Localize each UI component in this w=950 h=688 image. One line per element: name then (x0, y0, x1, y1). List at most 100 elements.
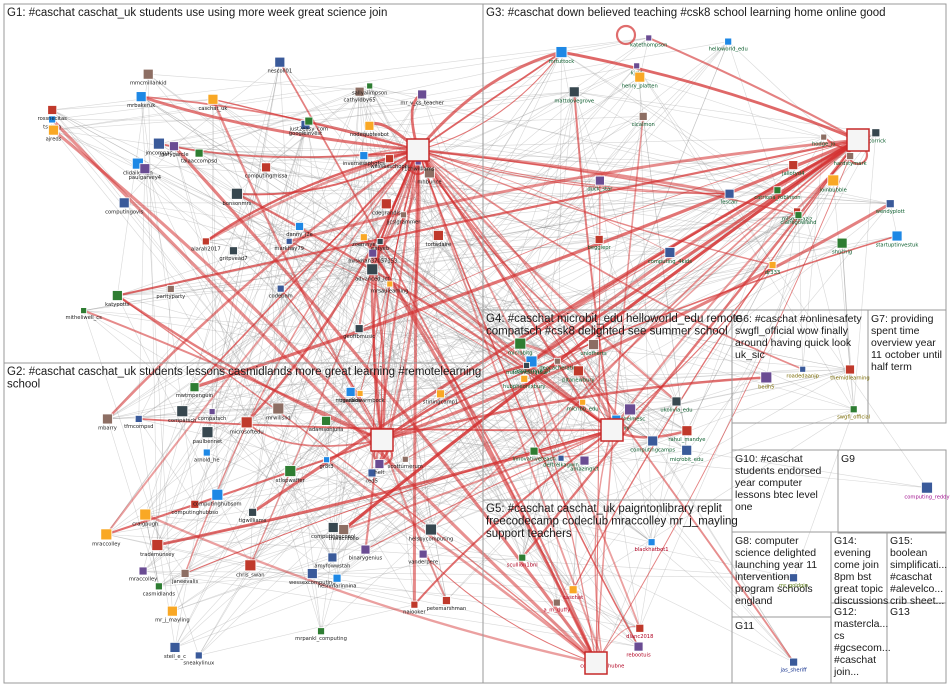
vertex-g1[interactable]: mrskhan37057153 (348, 248, 397, 265)
vertex-g2[interactable]: mr_j_mayling (155, 605, 190, 624)
vertex-g3[interactable]: joinbubble (819, 174, 847, 194)
vertex-g5[interactable]: blackhatbot1 (635, 538, 669, 554)
vertex-g2[interactable]: thelachfolio (329, 524, 359, 543)
vertex-g3[interactable]: mattdovegrove (554, 86, 594, 105)
vertex-g2[interactable]: adamsonjulia (309, 415, 344, 433)
vertex-g2[interactable]: sneakylinux (183, 651, 214, 667)
vertex-g3[interactable]: beggiepr (588, 235, 612, 251)
vertex-g1[interactable]: jmcompac (144, 137, 173, 157)
vertex-g6[interactable]: roadedaanjp (786, 365, 820, 380)
vertex-g5[interactable]: a_m_duffy (544, 598, 571, 614)
vertex-g3[interactable]: dr333 (765, 261, 780, 276)
vertex-g1[interactable]: taiaaccompsd (181, 148, 217, 165)
vertex-g1[interactable]: markhay79 (274, 237, 304, 252)
vertex-g4[interactable]: raspberrypi_pi (513, 355, 550, 375)
vertex-g4[interactable]: micribb_edu (567, 398, 599, 413)
hub-vertex-g2[interactable] (370, 428, 394, 452)
vertex-g3[interactable]: computing_4kids (648, 247, 692, 265)
vertex-g4[interactable]: microbit_edu (670, 444, 704, 463)
vertex-g2[interactable]: mrwillslid (266, 402, 291, 422)
vertex-g2[interactable]: chris_swan (236, 559, 265, 579)
hub-vertex-g3[interactable] (846, 128, 870, 152)
vertex-g2[interactable]: trademunsey (140, 539, 175, 559)
vertex-g2[interactable]: computinghubbso (171, 499, 218, 516)
vertex-g4[interactable]: geocacheratir (539, 357, 576, 372)
vertex-g5[interactable]: rebootuis (626, 641, 651, 659)
vertex-g3[interactable]: mrtuttock (549, 46, 575, 65)
vertex-g1[interactable]: caschat_uk (198, 93, 227, 112)
vertex-g1[interactable]: mitheliwell_cs (65, 307, 102, 322)
vertex-g4[interactable]: ukolivia_edu (660, 396, 693, 414)
hub-vertex-g1[interactable] (406, 138, 430, 162)
vertex-g1[interactable]: parityparty (156, 285, 185, 300)
vertex-g2[interactable]: compatsch (198, 408, 226, 423)
vertex-g1[interactable]: just2easy_com (289, 116, 329, 133)
vertex-g1[interactable]: jjcslgrammer (385, 211, 421, 226)
vertex-g3[interactable]: katethompson (630, 34, 667, 49)
vertex-g1[interactable]: mrbakeruk (127, 91, 155, 110)
vertex-g1[interactable]: nescoll01 (267, 56, 292, 75)
vertex-g2[interactable]: mrpankl_computing (295, 627, 347, 643)
vertex-g2[interactable]: casmidlands (143, 582, 176, 598)
vertex-g4[interactable]: computingcamps (630, 435, 675, 454)
vertex-g1[interactable]: mr_v_cs_teacher (400, 89, 445, 107)
vertex-g3[interactable]: startuptinvestuk (876, 230, 919, 249)
vertex-g1[interactable]: eatyeb (371, 238, 390, 253)
vertex-g6[interactable]: bedh5 (758, 371, 774, 391)
vertex-g3[interactable]: jallotyd4 (781, 160, 805, 178)
vertex-g1[interactable]: sallyalimpson (352, 82, 387, 97)
vertex-g6[interactable]: swgfl_official (837, 405, 870, 421)
vertex-g2[interactable]: stirlingcomp1 (423, 389, 458, 406)
vertex-g1[interactable]: bonsonmrs (223, 187, 252, 207)
vertex-g3[interactable]: wendyplott (876, 199, 905, 216)
vertex-g1[interactable]: ajreds (46, 124, 62, 143)
vertex-g2[interactable]: mraccolley (129, 566, 157, 583)
vertex-g2[interactable]: tigwilliams (239, 507, 267, 524)
vertex-g2[interactable]: janeevalis (171, 568, 198, 585)
vertex-g4[interactable]: uniofherts (580, 339, 607, 358)
vertex-g4[interactable]: rahul_mandye (668, 425, 705, 444)
vertex-g9[interactable]: computing_reddy (904, 481, 950, 501)
vertex-g2[interactable]: mbarry (98, 413, 117, 432)
vertex-g3[interactable]: hodge_jo (812, 133, 835, 148)
vertex-g2[interactable]: steil_e_c (164, 642, 186, 660)
vertex-g2[interactable]: helsbycomputing (409, 523, 454, 543)
vertex-g1[interactable]: mrsaulearning (371, 280, 409, 295)
vertex-g3[interactable]: clairegowland (780, 211, 816, 227)
vertex-g2[interactable]: stlopwaffer (276, 465, 306, 485)
vertex-g1[interactable]: computingmissa (245, 162, 288, 180)
vertex-g2[interactable]: computingschool (311, 522, 355, 540)
vertex-g1[interactable]: invernessphgfcs (343, 151, 385, 168)
vertex-g2[interactable]: microsoftedu (230, 416, 264, 436)
vertex-g1[interactable]: nodequotesbot (350, 120, 389, 138)
vertex-g1[interactable]: geoffbmusic (343, 324, 375, 341)
vertex-g1[interactable]: katypotts (105, 290, 130, 309)
vertex-g2[interactable]: red5 (366, 468, 378, 485)
vertex-g1[interactable]: alarah2017 (191, 237, 221, 253)
vertex-g2[interactable]: nesnmarinnina (318, 573, 357, 590)
vertex-g2[interactable]: compatsch (168, 405, 196, 425)
vertex-g1[interactable]: danny_j2e (286, 222, 313, 238)
vertex-g2[interactable]: computinghubsom (193, 488, 242, 508)
vertex-g1[interactable]: jgarygarcle (158, 141, 189, 159)
vertex-g2[interactable]: mraccolley (92, 528, 121, 548)
vertex-g3[interactable]: henry_platten (622, 71, 658, 90)
vertex-g3[interactable]: kcorrick (866, 128, 887, 145)
vertex-g2[interactable]: paulbennet (193, 426, 223, 446)
vertex-g2[interactable]: naiooker (403, 600, 426, 616)
vertex-g4[interactable]: hubpheonixbury (503, 374, 545, 390)
vertex-g3[interactable]: hardstymark (834, 152, 867, 168)
vertex-g2[interactable]: cgeralde (339, 387, 362, 404)
vertex-g3[interactable]: helloworld_edu (709, 37, 748, 53)
vertex-g2[interactable]: arnold_he (194, 448, 220, 464)
vertex-g2[interactable]: craigpugh (132, 508, 158, 528)
vertex-g1[interactable]: rossnecitas (38, 105, 68, 122)
vertex-g4[interactable]: innovatiiveteach (512, 446, 556, 463)
vertex-g2[interactable]: tfmcompsd (124, 415, 153, 430)
hub-vertex-g5[interactable] (584, 651, 608, 675)
vertex-g5[interactable]: dlanc2018 (626, 623, 653, 640)
vertex-g4[interactable]: rachelmesc (615, 403, 645, 423)
vertex-g1[interactable]: cathyldby65 (344, 86, 376, 104)
vertex-g4[interactable]: amazingict (570, 455, 599, 473)
vertex-g1[interactable]: mmcmillankid (130, 68, 167, 87)
